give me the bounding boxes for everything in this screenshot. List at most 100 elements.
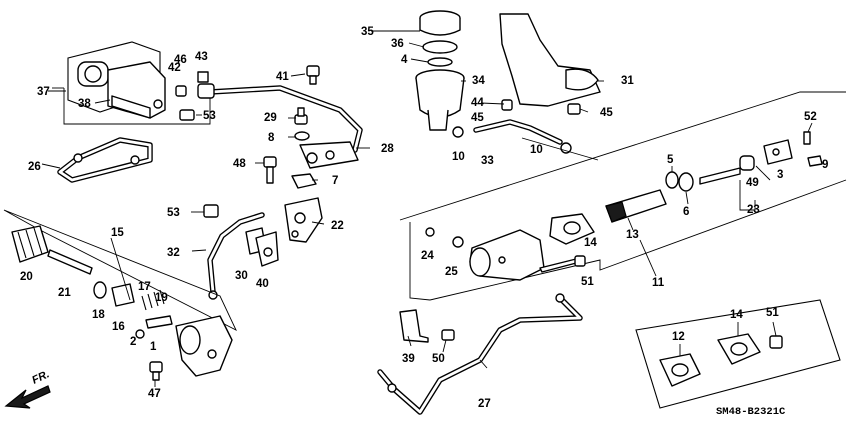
clutch-pipe-26 [57, 137, 153, 183]
callout-11: 11 [652, 277, 665, 289]
reservoir-bracket-31 [499, 13, 601, 107]
callout-22: 22 [331, 220, 344, 232]
clip-7 [291, 173, 317, 189]
reservoir-34 [415, 69, 465, 131]
callout-20: 20 [20, 271, 33, 283]
nut-51-upper [574, 255, 586, 267]
callout-33: 33 [481, 155, 494, 167]
spring-17-19 [141, 289, 165, 311]
callout-53b: 53 [167, 207, 180, 219]
callout-34: 34 [472, 75, 485, 87]
group-bracket-37 [63, 88, 211, 125]
piston-16 [111, 283, 135, 307]
bracket-22 [284, 197, 323, 243]
hose-33 [473, 119, 563, 145]
callout-32: 32 [167, 247, 180, 259]
pin-52-9 [803, 131, 823, 167]
callout-30: 30 [235, 270, 248, 282]
callout-4: 4 [401, 54, 408, 66]
bolt-41 [306, 65, 320, 85]
callout-38: 38 [78, 98, 91, 110]
callout-39: 39 [402, 353, 415, 365]
leader-lines [41, 30, 813, 387]
front-arrow-icon [4, 385, 51, 409]
bolt-47 [149, 361, 163, 381]
clip-50 [441, 329, 455, 341]
callout-48: 48 [233, 158, 246, 170]
callout-29: 29 [264, 112, 277, 124]
boot-20 [11, 225, 49, 263]
callout-24: 24 [421, 250, 434, 262]
callout-18: 18 [92, 309, 105, 321]
callout-47: 47 [148, 388, 161, 400]
callout-10a: 10 [452, 151, 465, 163]
callout-23: 23 [747, 204, 760, 216]
callout-8: 8 [268, 132, 275, 144]
pushrod-49-23 [699, 155, 755, 185]
inset-frame [635, 299, 841, 409]
callout-25: 25 [445, 266, 458, 278]
callout-35: 35 [361, 26, 374, 38]
callout-6: 6 [683, 206, 689, 218]
bolt-53-upper [179, 109, 195, 121]
piston-13 [605, 189, 667, 223]
group-line-11a [399, 91, 846, 221]
callout-50: 50 [432, 353, 445, 365]
direction-label: FR. [30, 368, 51, 386]
bolt-29 [294, 107, 308, 125]
gasket-14-upper [549, 213, 595, 245]
stud [539, 257, 581, 273]
callout-51a: 51 [581, 276, 594, 288]
clips-10 [452, 126, 572, 154]
ring-4 [427, 57, 453, 67]
seal-25 [452, 236, 464, 248]
callout-10b: 10 [530, 144, 543, 156]
clevis-3 [763, 139, 793, 165]
callout-44: 44 [471, 97, 484, 109]
callout-37: 37 [37, 86, 50, 98]
callout-40: 40 [256, 278, 269, 290]
callout-41: 41 [276, 71, 289, 83]
group-line-15 [3, 209, 237, 331]
bleeder-1-2 [135, 315, 173, 339]
gasket-14-lower [717, 333, 761, 365]
callout-17: 17 [138, 281, 151, 293]
clamps-30-40 [245, 227, 279, 267]
group-line-11b [409, 222, 431, 301]
callout-16: 16 [112, 321, 125, 333]
bolt-44-45 [501, 99, 581, 115]
clutch-pipe-32 [203, 204, 265, 300]
callout-14a: 14 [584, 237, 597, 249]
callout-labels: 1 2 3 4 5 6 7 8 9 10 10 11 12 13 14 14 1… [20, 26, 828, 410]
diaphragm-36 [422, 40, 458, 54]
callout-52: 52 [804, 111, 817, 123]
clutch-hose-28 [197, 83, 363, 169]
callout-2: 2 [130, 336, 136, 348]
callout-42: 42 [168, 62, 181, 74]
bolt-48 [263, 156, 277, 184]
bracket-39 [399, 309, 429, 343]
callout-7: 7 [332, 175, 338, 187]
nut-51-lower [769, 335, 783, 349]
callout-13: 13 [626, 229, 639, 241]
group-line-11d [521, 137, 599, 161]
callout-26: 26 [28, 161, 41, 173]
callout-27: 27 [478, 398, 491, 410]
bolt-46-43 [175, 71, 209, 97]
callout-5: 5 [667, 154, 674, 166]
callout-3: 3 [777, 169, 783, 181]
ring-5 [665, 171, 679, 189]
callout-51b: 51 [766, 307, 779, 319]
callout-45a: 45 [471, 112, 484, 124]
callout-49: 49 [746, 177, 759, 189]
callout-45b: 45 [600, 107, 613, 119]
callout-1: 1 [150, 341, 157, 353]
seal-24 [425, 227, 435, 237]
callout-9: 9 [822, 159, 828, 171]
clamp-bracket-assembly [67, 41, 166, 119]
slave-cylinder-body [175, 315, 233, 377]
callout-14b: 14 [730, 309, 743, 321]
boot-6 [678, 172, 694, 192]
